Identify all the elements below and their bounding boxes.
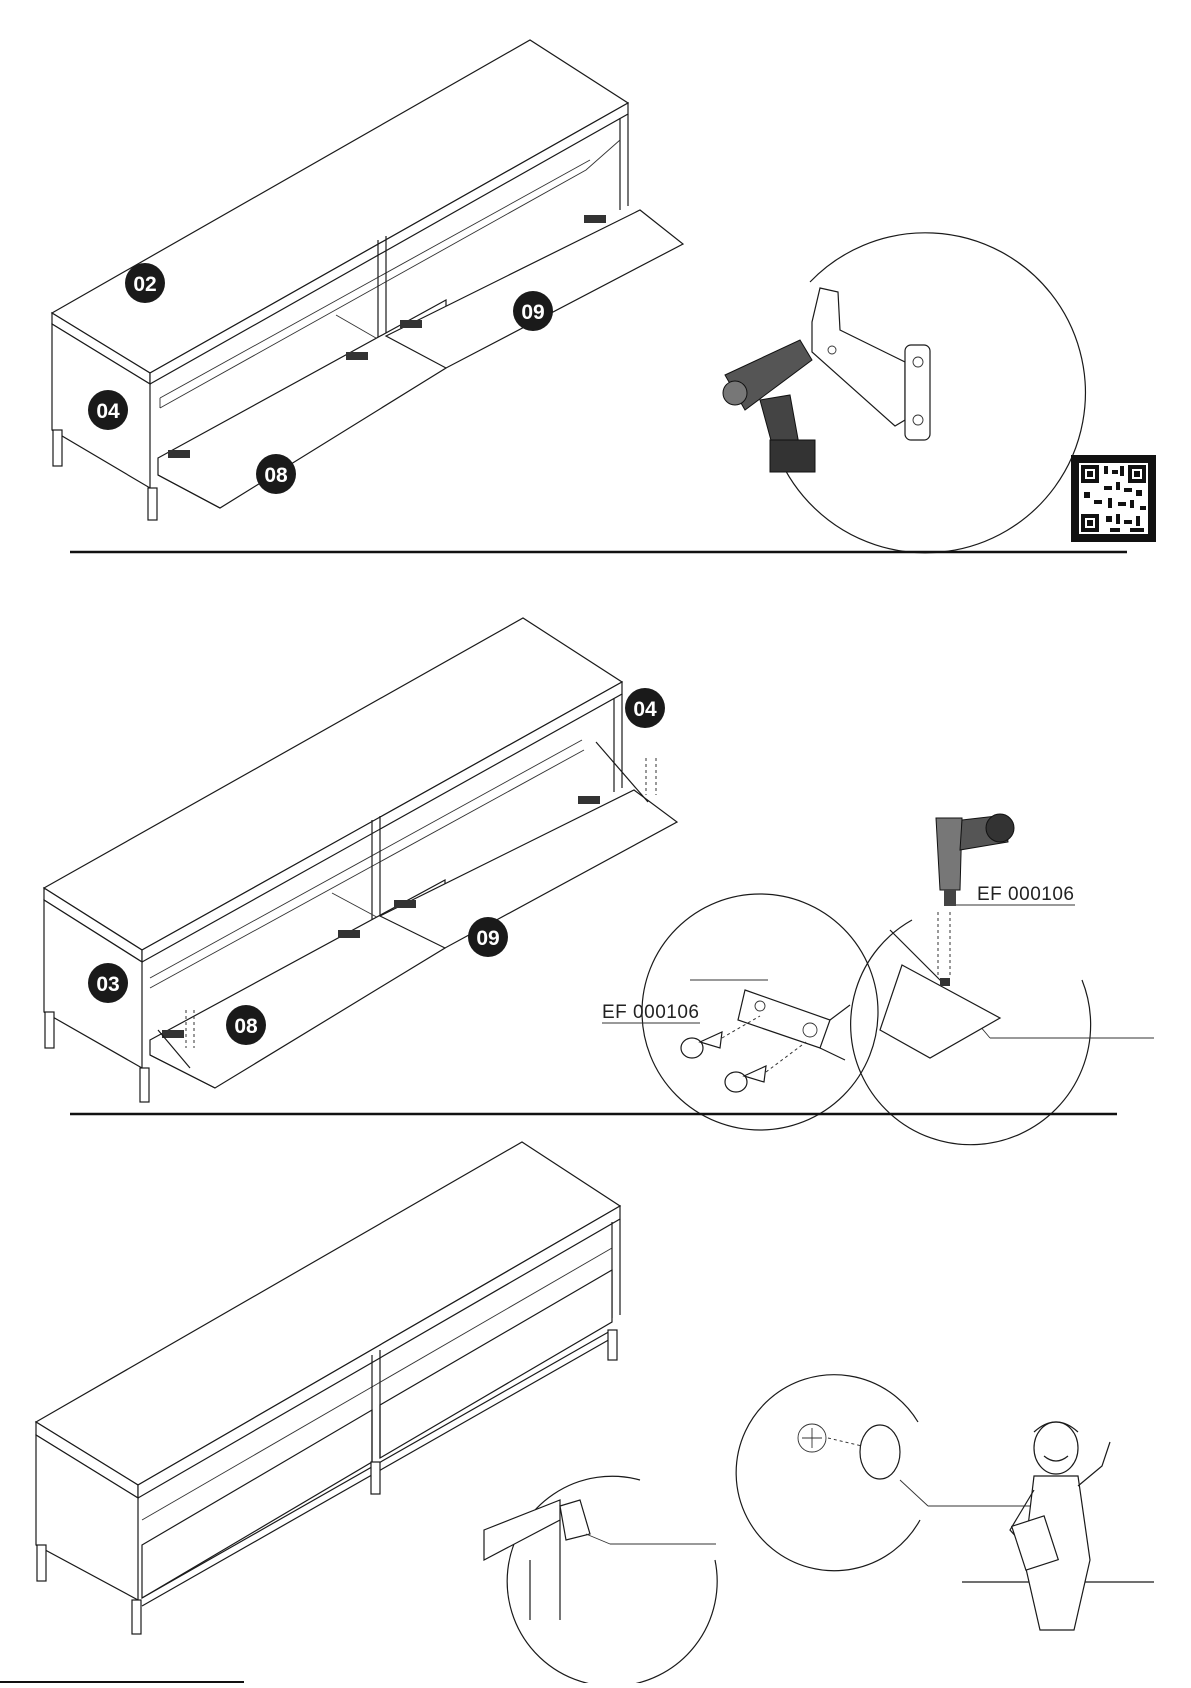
- part-label-top: 02: [133, 273, 156, 296]
- part-label-door-left: 08: [264, 464, 288, 487]
- part-label-door-right: 09: [521, 301, 544, 324]
- step3-cabinet: [36, 1142, 620, 1634]
- hinge-icon: [812, 288, 930, 440]
- screw-cap-detail: [736, 1375, 1030, 1571]
- drill-icon: [723, 340, 815, 472]
- assembly-mascot-icon: [962, 1422, 1154, 1630]
- hardware-code-left: EF 000106: [602, 1002, 699, 1023]
- stay-bracket-icon: [738, 990, 850, 1060]
- screw-cap-icon: [798, 1424, 900, 1479]
- part-label-side: 04: [96, 400, 120, 423]
- part-label-door-left: 08: [234, 1015, 258, 1038]
- qr-code-icon[interactable]: [1071, 455, 1156, 542]
- door-bumper-icon: [560, 1500, 610, 1544]
- step2-bracket-detail: EF 000106: [602, 894, 878, 1130]
- part-label-side-left: 03: [96, 973, 119, 996]
- step2-cabinet: 04 03 08 09: [44, 618, 677, 1102]
- step1-hinge-detail: [723, 233, 1085, 553]
- step2-drill-detail: EF 000106: [851, 814, 1154, 1145]
- step1-cabinet: 02 04 08 09: [52, 40, 683, 520]
- part-label-side-right: 04: [633, 698, 657, 721]
- hardware-code-right: EF 000106: [977, 884, 1074, 905]
- part-label-door-right: 09: [476, 927, 499, 950]
- door-bumper-detail: [484, 1476, 717, 1683]
